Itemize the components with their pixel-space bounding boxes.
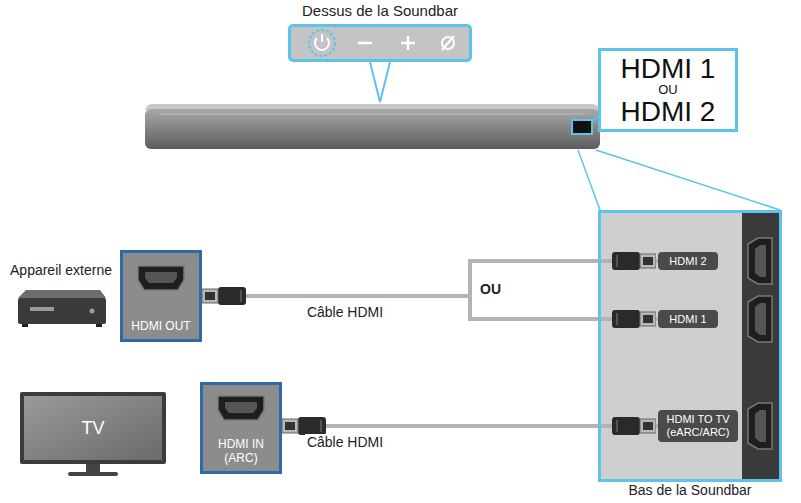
tv-set bbox=[86, 464, 100, 472]
external-device bbox=[96, 324, 102, 327]
top-panel bbox=[442, 36, 454, 50]
port-callout: HDMI 1OUHDMI 2 bbox=[598, 48, 738, 132]
top-panel bbox=[442, 37, 454, 49]
hdmi-plug bbox=[612, 310, 656, 328]
top-panel-frame: Dessus de la Soundbar bbox=[288, 24, 472, 62]
bottom-panel-frame: Bas de la SoundbarHDMI 2HDMI 1HDMI TO TV… bbox=[598, 210, 782, 482]
node-text: HDMI TO TV (eARC/ARC) bbox=[663, 413, 733, 439]
tv-set bbox=[68, 472, 118, 476]
port-box-fill bbox=[218, 396, 264, 420]
top-panel bbox=[291, 27, 469, 59]
hdmi-plug bbox=[202, 287, 246, 305]
top-panel bbox=[358, 42, 372, 45]
node-text: Appareil externe bbox=[10, 262, 112, 278]
top-panel bbox=[309, 30, 335, 56]
soundbar-bottom bbox=[601, 213, 779, 479]
soundbar-bottom bbox=[748, 403, 772, 449]
hdmi-cable bbox=[202, 261, 658, 296]
node-text: HDMI 1 bbox=[621, 54, 716, 83]
node-text: OU bbox=[658, 83, 678, 97]
hdmi-plug bbox=[282, 417, 326, 435]
cable-label: Câble HDMI bbox=[305, 304, 385, 320]
node-text: HDMI 2 bbox=[621, 97, 716, 126]
hdmi-plug bbox=[612, 417, 656, 435]
top-panel bbox=[291, 27, 469, 59]
node-text: HDMI 1 bbox=[669, 313, 706, 326]
external-device bbox=[22, 324, 28, 327]
soundbar bbox=[145, 104, 600, 149]
tv-set bbox=[20, 392, 166, 476]
device-label-box: Appareil externe bbox=[3, 262, 119, 328]
external-device bbox=[90, 309, 95, 314]
port-box-fill bbox=[123, 253, 199, 339]
port-label: HDMI TO TV (eARC/ARC) bbox=[658, 410, 738, 442]
node-text: HDMI OUT bbox=[131, 319, 190, 333]
port-label: HDMI 1 bbox=[658, 310, 718, 328]
soundbar bbox=[572, 120, 592, 134]
leader-line bbox=[596, 150, 780, 210]
port-box-fill bbox=[138, 266, 184, 290]
hdmi-plug bbox=[612, 252, 656, 270]
cable-label: Câble HDMI bbox=[305, 434, 385, 450]
external-device bbox=[18, 298, 106, 324]
port-box-fill bbox=[203, 385, 279, 471]
top-panel bbox=[407, 36, 410, 50]
callout-pointer bbox=[370, 62, 390, 102]
external-device bbox=[30, 307, 54, 311]
node-text: TV bbox=[81, 418, 104, 438]
soundbar-bottom bbox=[748, 238, 772, 284]
tv-screen: TV bbox=[20, 392, 166, 464]
node-text: Dessus de la Soundbar bbox=[271, 2, 489, 20]
port-box: HDMI IN (ARC) bbox=[200, 382, 282, 474]
top-panel bbox=[321, 34, 323, 42]
hdmi-cable bbox=[282, 424, 658, 428]
tv-set bbox=[20, 392, 166, 464]
soundbar bbox=[160, 114, 585, 115]
callout-pointer bbox=[370, 62, 390, 102]
soundbar-bottom bbox=[601, 213, 742, 479]
tv-set bbox=[24, 396, 162, 460]
node-text: HDMI 2 bbox=[669, 255, 706, 268]
soundbar-bottom bbox=[748, 296, 772, 342]
hdmi-cable bbox=[202, 296, 658, 319]
soundbar-bottom bbox=[742, 213, 779, 479]
port-box: HDMI OUT bbox=[120, 250, 202, 342]
node-text: HDMI IN (ARC) bbox=[207, 437, 275, 465]
leader-line bbox=[578, 150, 600, 210]
external-device bbox=[18, 290, 106, 298]
node-text: Bas de la Soundbar bbox=[591, 482, 789, 498]
soundbar bbox=[145, 109, 600, 149]
port-label: HDMI 2 bbox=[658, 252, 718, 270]
external-device bbox=[18, 290, 106, 327]
choice-label: OU bbox=[478, 281, 503, 297]
